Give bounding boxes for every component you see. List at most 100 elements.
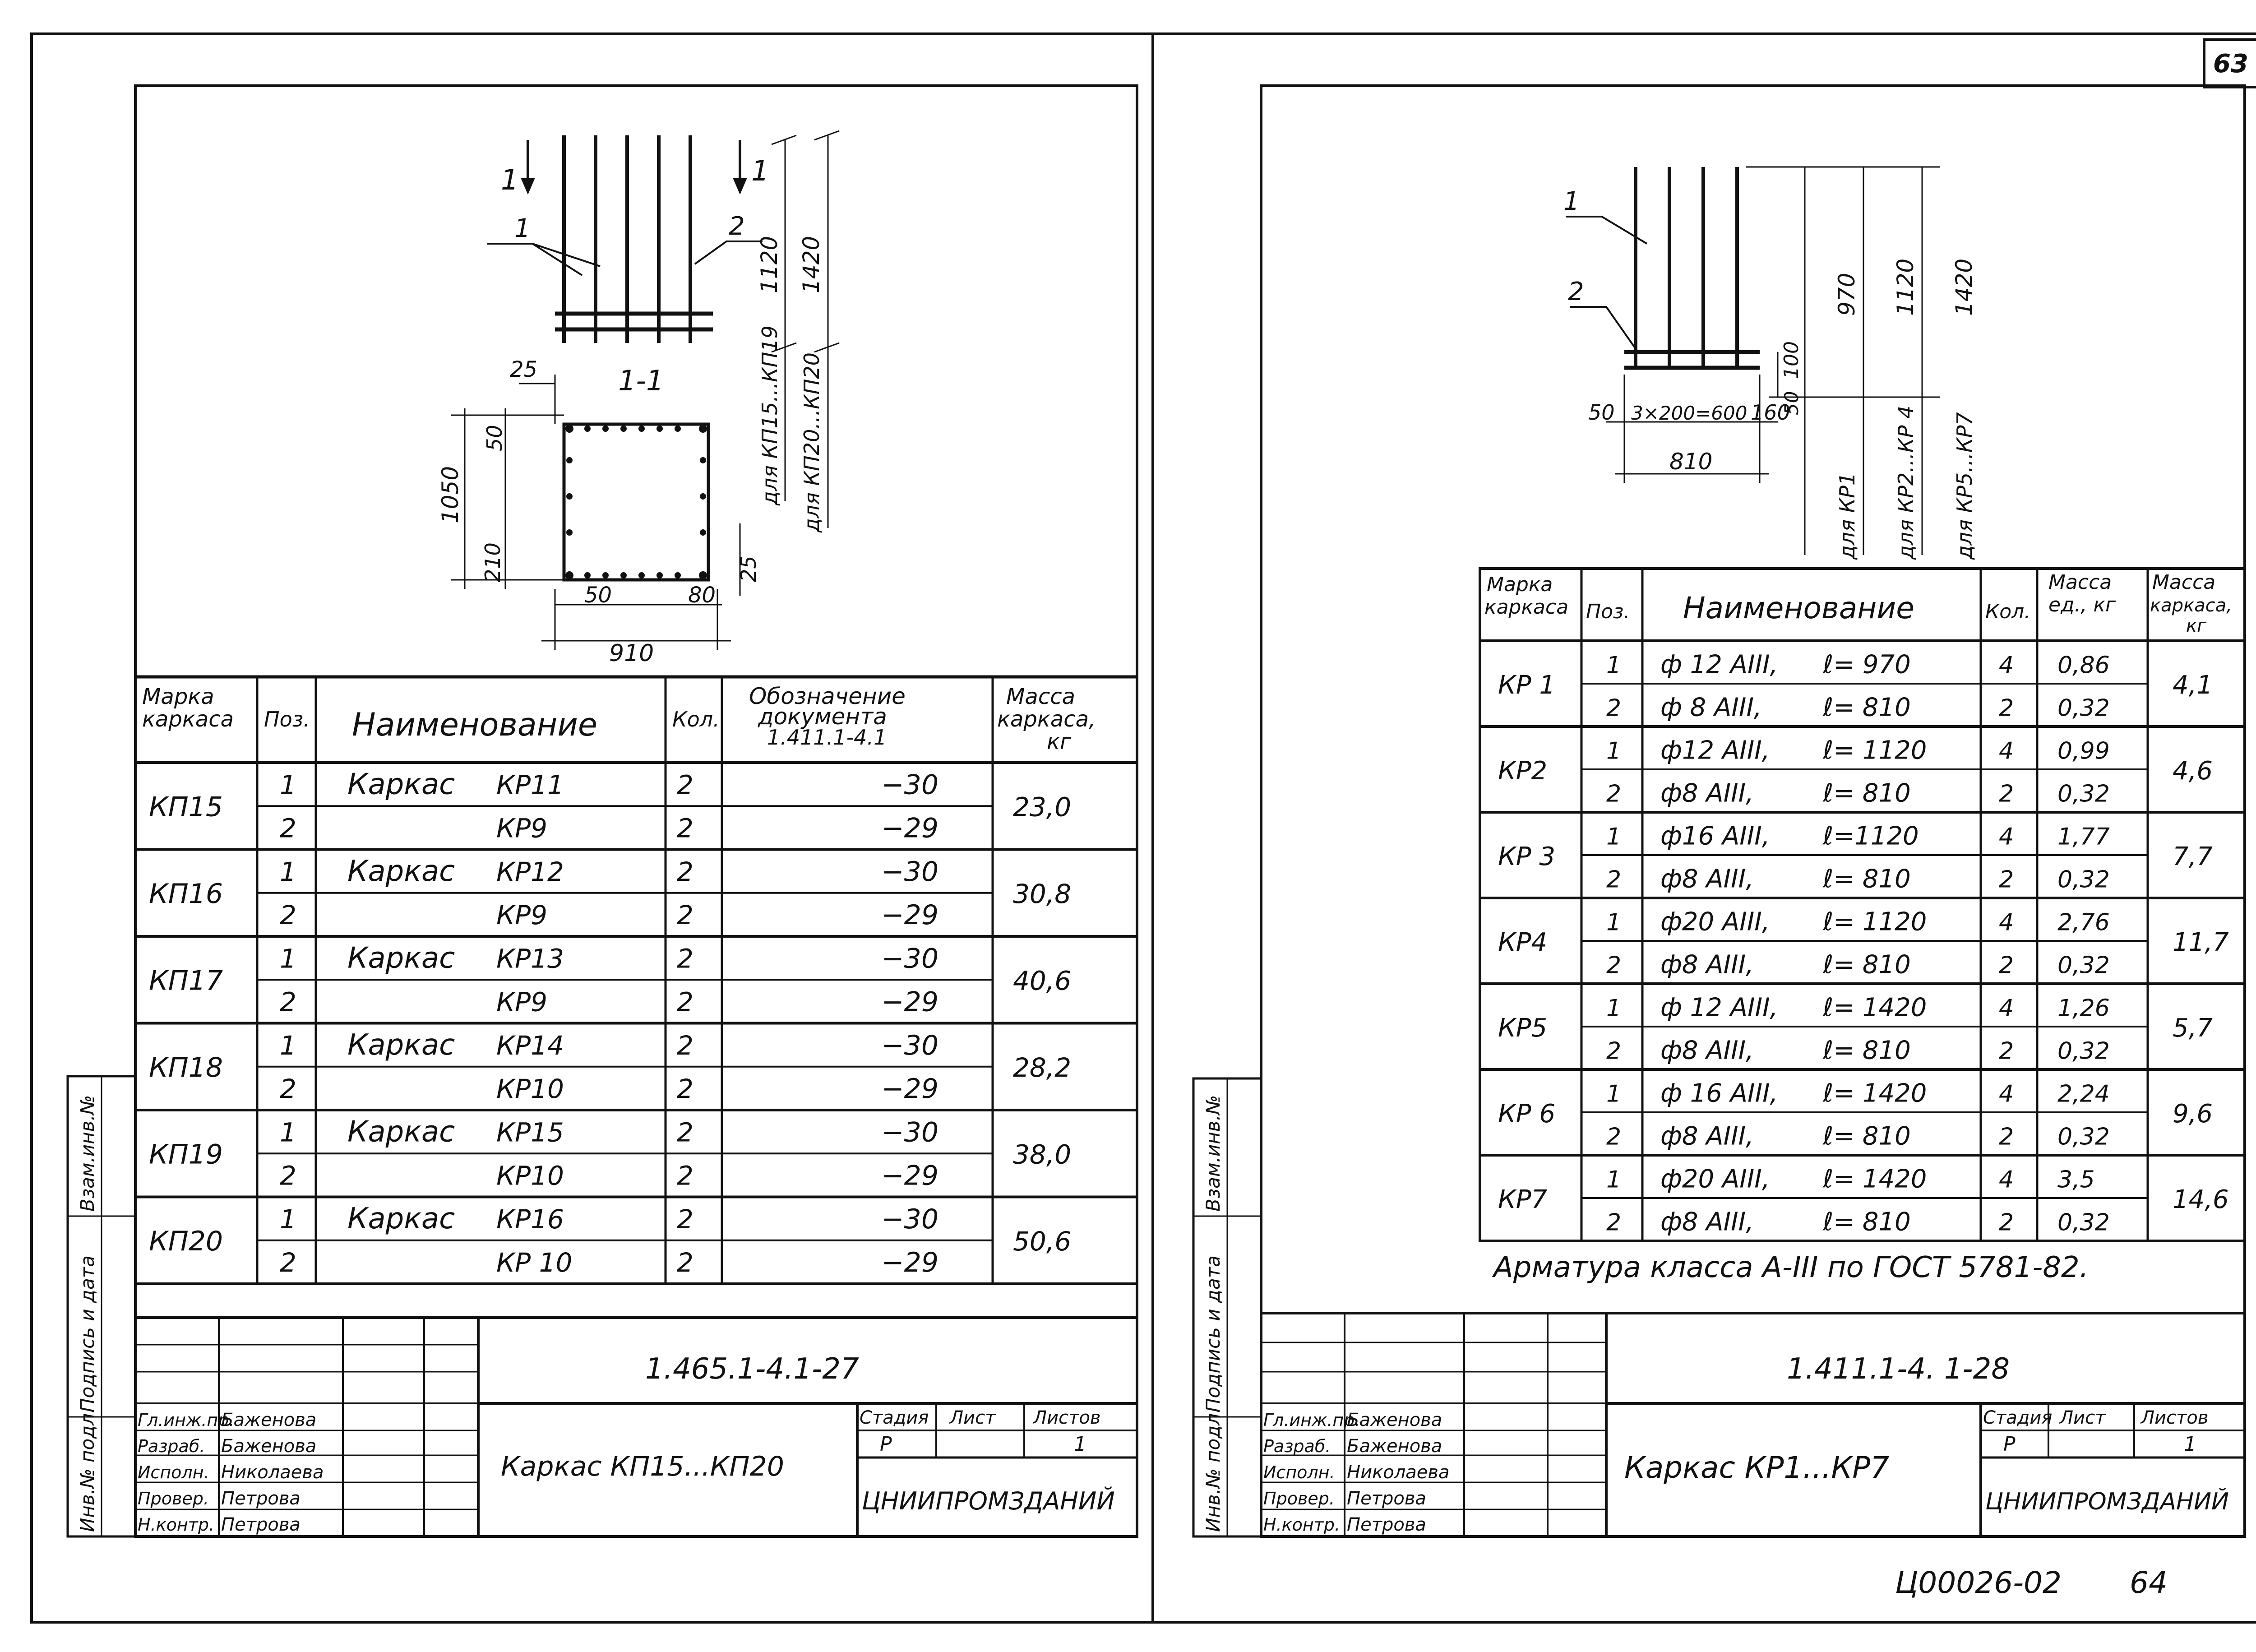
left-stage: Р [880, 1433, 892, 1456]
row-ref: КР14 [496, 1030, 564, 1061]
role-label: Провер. [1263, 1489, 1335, 1509]
row-qty: 4 [1999, 1080, 2014, 1107]
row-doc: −30 [881, 1203, 938, 1235]
row-doc: −29 [881, 1073, 938, 1105]
row-doc: −30 [881, 1030, 938, 1061]
applicability-a: для КР1 [1835, 472, 1859, 560]
row-doc: −29 [881, 986, 938, 1018]
archive-code: Ц00026-02 [1895, 1565, 2062, 1600]
role-label: Исполн. [138, 1462, 209, 1482]
row-pos: 2 [1606, 780, 1621, 807]
row-mass: 40,6 [1013, 965, 1071, 996]
role-label: Н.контр. [138, 1515, 214, 1535]
role-name: Петрова [221, 1488, 300, 1509]
row-qty: 4 [1999, 823, 2014, 850]
right-doc-title: Каркас КР1...КР7 [1624, 1450, 1889, 1485]
row-name: ф8 АIII, [1660, 778, 1754, 808]
row-mark: КП19 [149, 1138, 223, 1170]
row-pos: 1 [1606, 995, 1621, 1022]
row-unit: 0,99 [2057, 737, 2110, 764]
row-ref: КР15 [496, 1117, 564, 1148]
row-ref: КР10 [496, 1161, 564, 1191]
row-name: Каркас [347, 941, 455, 975]
dot [566, 457, 573, 463]
role-name: Петрова [221, 1514, 300, 1535]
row-qty: 2 [677, 1030, 693, 1061]
row-pos: 1 [1606, 909, 1621, 936]
header-mass-3: кг [1047, 729, 1072, 754]
dot [700, 457, 706, 463]
role-label: Н.контр. [1263, 1515, 1340, 1535]
row-mass: 4,6 [2173, 756, 2213, 786]
row-pos: 2 [1606, 694, 1621, 722]
left-sheet-label: Лист [949, 1407, 996, 1428]
row-qty: 2 [1999, 780, 2014, 807]
row-mark: КР2 [1498, 756, 1547, 786]
row-unit: 1,77 [2057, 823, 2110, 850]
row-pos: 1 [280, 856, 296, 887]
row-ref: КР13 [496, 943, 564, 974]
row-qty: 2 [677, 856, 693, 887]
header-doc-3: 1.411.1-4.1 [767, 725, 887, 750]
row-unit: 0,32 [2057, 1209, 2110, 1236]
row-pos: 1 [280, 1117, 296, 1148]
dim-50-right: 50 [1780, 391, 1803, 415]
dot [566, 493, 573, 500]
section-outline [562, 422, 710, 582]
row-pos: 1 [1606, 652, 1621, 679]
row-pos: 2 [280, 987, 296, 1018]
row-name: ф 12 АIII, [1660, 993, 1778, 1022]
row-doc: −29 [881, 1247, 938, 1278]
row-unit: 0,32 [2057, 1037, 2110, 1064]
row-qty: 2 [677, 1117, 693, 1148]
row-pos: 2 [280, 813, 296, 844]
dot [700, 529, 706, 536]
applicability-b: для КР2...КР 4 [1894, 406, 1918, 560]
row-mark: КР 1 [1498, 671, 1555, 700]
row-len: ℓ= 1120 [1822, 736, 1927, 765]
row-name: ф8 АIII, [1660, 864, 1754, 893]
dot [699, 425, 707, 433]
row-len: ℓ= 970 [1822, 650, 1911, 679]
row-unit: 0,32 [2057, 1123, 2110, 1150]
right-roles: Гл.инж.пр.БаженоваРазраб.БаженоваИсполн.… [1263, 1410, 1449, 1535]
row-qty: 2 [677, 900, 693, 930]
left-inner-frame [134, 84, 1138, 1538]
r-header-qty: Кол. [1985, 600, 2030, 623]
row-qty: 2 [1999, 1123, 2014, 1150]
dim-810: 810 [1669, 449, 1712, 475]
row-mass: 28,2 [1013, 1052, 1071, 1083]
left-sheets: 1 [1074, 1433, 1086, 1456]
row-len: ℓ= 1420 [1822, 993, 1927, 1022]
row-pos: 2 [280, 1161, 296, 1191]
row-name: ф 12 АIII, [1660, 650, 1778, 679]
row-name: ф8 АIII, [1660, 1121, 1754, 1151]
left-stage-label: Стадия [860, 1407, 929, 1428]
dot [675, 426, 681, 432]
row-len: ℓ= 810 [1822, 778, 1911, 808]
dim-tick-b [814, 130, 840, 141]
pos-label-2: 2 [1568, 277, 1584, 306]
row-pos: 2 [280, 1074, 296, 1104]
row-unit: 1,26 [2057, 995, 2110, 1022]
row-pos: 2 [280, 900, 296, 930]
dim-tick-c [771, 342, 797, 353]
dim-1050: 1050 [437, 466, 463, 523]
dim-1120: 1120 [1892, 259, 1919, 316]
dot [675, 572, 681, 578]
row-pos: 1 [1606, 1166, 1621, 1193]
row-unit: 2,76 [2057, 909, 2110, 936]
role-label: Гл.инж.пр. [138, 1410, 234, 1430]
role-label: Разраб. [1263, 1436, 1331, 1456]
left-doc-title: Каркас КП15...КП20 [501, 1451, 784, 1482]
row-len: ℓ= 810 [1822, 693, 1911, 722]
row-pos: 1 [280, 769, 296, 800]
r-header-mass-1: Масса [2152, 571, 2215, 594]
row-qty: 2 [677, 1161, 693, 1191]
dot [699, 571, 707, 579]
row-mark: КП20 [149, 1226, 223, 1257]
dot [620, 426, 627, 432]
dim-160: 160 [1751, 400, 1790, 425]
